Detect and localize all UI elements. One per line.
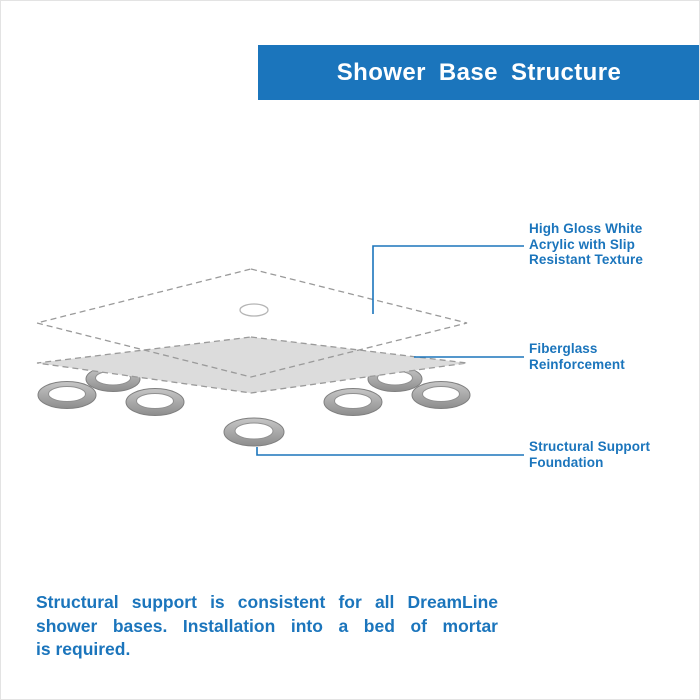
support-ring-icon <box>125 388 185 416</box>
callout-acrylic-label: High Gloss White Acrylic with Slip Resis… <box>529 221 697 268</box>
support-ring-icon <box>223 417 285 447</box>
footer-note: Structural support is consistent for all… <box>36 591 498 662</box>
footer-line-1: Structural support is consistent for all… <box>36 592 498 612</box>
callout-line-foundation <box>256 447 524 456</box>
title-banner: Shower Base Structure <box>258 45 699 100</box>
callout-fiberglass-label: Fiberglass Reinforcement <box>529 341 697 372</box>
fiberglass-layer <box>36 336 468 394</box>
callout-foundation-line-2: Foundation <box>529 454 604 470</box>
support-ring-icon <box>37 381 97 409</box>
support-ring-icon <box>411 381 471 409</box>
callout-acrylic-line-2: Acrylic with Slip <box>529 236 635 252</box>
callout-fiberglass-line-1: Fiberglass <box>529 341 598 356</box>
callout-fiberglass-line-2: Reinforcement <box>529 356 625 372</box>
callout-acrylic-line-3: Resistant Texture <box>529 252 643 267</box>
callout-line-acrylic <box>372 245 524 314</box>
callout-acrylic-line-1: High Gloss White <box>529 221 643 236</box>
callout-foundation-label: Structural Support Foundation <box>529 439 697 470</box>
callout-foundation-line-1: Structural Support <box>529 439 651 454</box>
footer-line-2: shower bases. Installation into a bed of… <box>36 615 498 636</box>
drain-icon <box>239 303 269 317</box>
footer-line-3: is required. <box>36 639 131 659</box>
support-ring-icon <box>323 388 383 416</box>
page-title: Shower Base Structure <box>336 58 622 86</box>
acrylic-layer-outline <box>36 268 468 378</box>
